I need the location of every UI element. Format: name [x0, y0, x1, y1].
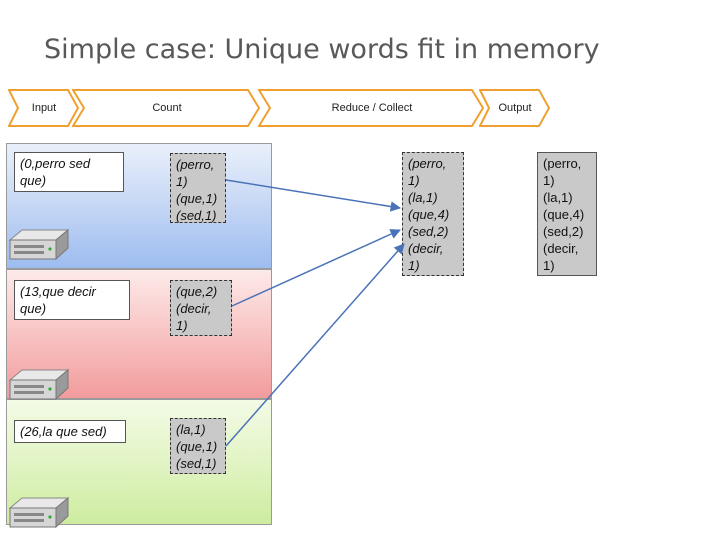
input-record-3: (26,la que sed)	[14, 420, 126, 443]
count-box-1: (perro, 1) (que,1) (sed,1)	[170, 153, 226, 223]
input-record-1: (0,perro sed que)	[14, 152, 124, 192]
stage-count: Count	[72, 88, 262, 128]
reduce-line-5: (sed,2)	[408, 224, 449, 239]
count-2-line-2: (decir,	[176, 301, 212, 316]
count-2-line-3: 1)	[176, 318, 188, 333]
stage-reduce: Reduce / Collect	[258, 88, 486, 128]
count-1-line-4: (sed,1)	[176, 208, 217, 223]
output-line-2: 1)	[543, 173, 555, 188]
stage-input: Input	[8, 88, 80, 128]
input-record-3-text: (26,la que sed)	[20, 424, 107, 439]
stage-input-chevron	[8, 89, 80, 127]
output-line-5: (sed,2)	[543, 224, 584, 239]
stage-output: Output	[479, 88, 551, 128]
reduce-line-4: (que,4)	[408, 207, 450, 222]
count-2-line-1: (que,2)	[176, 284, 218, 299]
output-line-4: (que,4)	[543, 207, 585, 222]
stage-reduce-chevron	[258, 89, 485, 127]
server-icon	[8, 228, 70, 261]
server-icon	[8, 496, 70, 529]
count-1-line-3: (que,1)	[176, 191, 218, 206]
stage-reduce-label: Reduce / Collect	[331, 102, 413, 114]
stage-output-label: Output	[498, 102, 532, 114]
stage-input-label: Input	[31, 102, 57, 114]
input-record-2: (13,que decir que)	[14, 280, 130, 320]
output-line-6: (decir,	[543, 241, 579, 256]
output-line-7: 1)	[543, 258, 555, 273]
count-3-line-1: (la,1)	[176, 422, 206, 437]
reduce-line-2: 1)	[408, 173, 420, 188]
stage-output-chevron	[479, 89, 551, 127]
reduce-line-3: (la,1)	[408, 190, 438, 205]
reduce-box: (perro, 1) (la,1) (que,4) (sed,2) (decir…	[402, 152, 464, 276]
reduce-line-6: (decir,	[408, 241, 444, 256]
count-1-line-1: (perro,	[176, 157, 215, 172]
output-box: (perro, 1) (la,1) (que,4) (sed,2) (decir…	[537, 152, 597, 276]
count-box-3: (la,1) (que,1) (sed,1)	[170, 418, 226, 474]
server-icon	[8, 368, 70, 401]
count-3-line-3: (sed,1)	[176, 456, 217, 471]
stage-count-label: Count	[152, 102, 182, 114]
output-line-1: (perro,	[543, 156, 582, 171]
count-3-line-2: (que,1)	[176, 439, 218, 454]
count-box-2: (que,2) (decir, 1)	[170, 280, 232, 336]
input-record-1-text: (0,perro sed que)	[20, 156, 91, 188]
reduce-line-7: 1)	[408, 258, 420, 273]
stage-count-chevron	[72, 89, 261, 127]
input-record-2-text: (13,que decir que)	[20, 284, 96, 316]
reduce-line-1: (perro,	[408, 156, 447, 171]
output-line-3: (la,1)	[543, 190, 573, 205]
count-1-line-2: 1)	[176, 174, 188, 189]
slide-title: Simple case: Unique words fit in memory	[44, 34, 600, 65]
